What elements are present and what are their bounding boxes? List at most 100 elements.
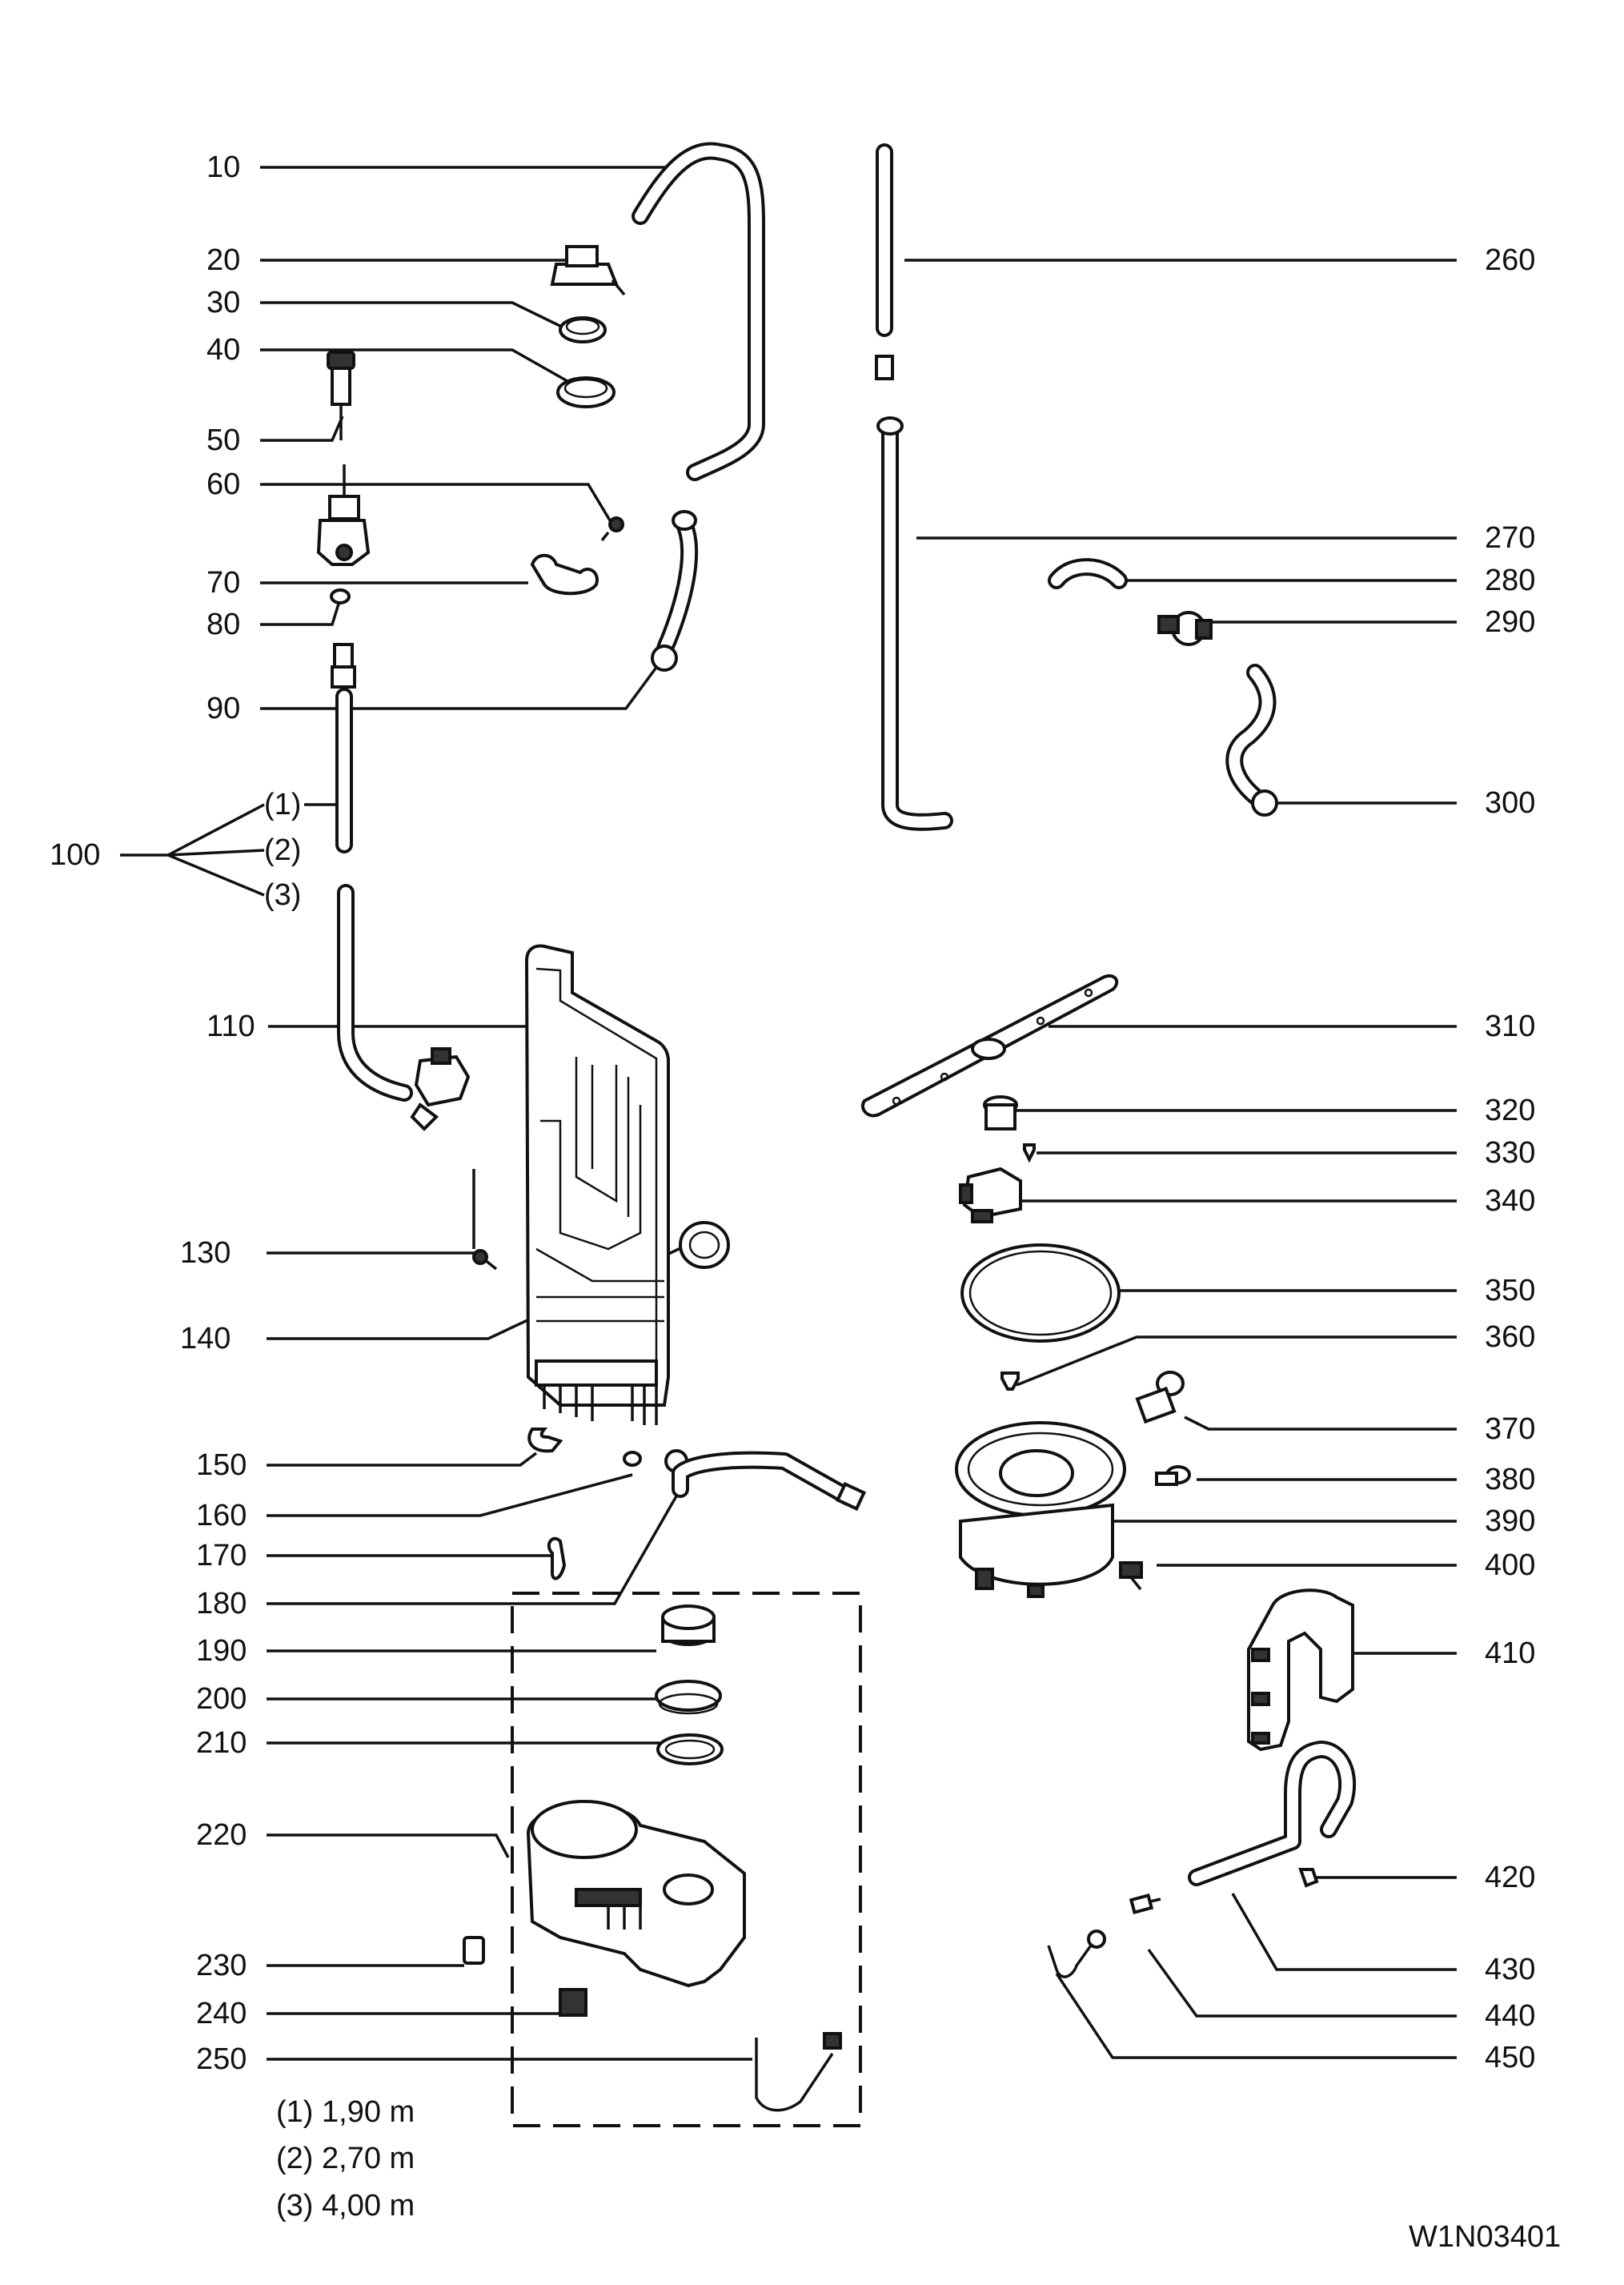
hook-170 — [547, 1536, 567, 1580]
clip-420 — [1298, 1868, 1319, 1888]
gasket-140 — [679, 1221, 730, 1269]
callout-100-3: (3) — [264, 878, 301, 912]
callout-40: 40 — [207, 333, 240, 367]
gasket-210 — [656, 1733, 724, 1765]
sensor-400 — [1119, 1561, 1143, 1591]
salt-reservoir-220 — [526, 1800, 746, 1988]
hose-90 — [651, 510, 699, 672]
water-tank-110 — [524, 944, 670, 1425]
hose-280 — [1048, 558, 1128, 589]
legend-line-2: (2) 2,70 m — [276, 2142, 415, 2175]
legend-line-1: (1) 1,90 m — [276, 2095, 415, 2129]
connector-440 — [1129, 1893, 1161, 1915]
callout-170: 170 — [196, 1539, 247, 1572]
callout-240: 240 — [196, 1997, 247, 2030]
callout-350: 350 — [1485, 1274, 1535, 1307]
callout-150: 150 — [196, 1448, 247, 1482]
hose-300 — [1225, 664, 1278, 817]
cable-250 — [755, 2032, 842, 2112]
callout-50: 50 — [207, 424, 240, 457]
legend-line-3: (3) 4,00 m — [276, 2189, 415, 2223]
callout-340: 340 — [1485, 1184, 1535, 1218]
drawing-id: W1N03401 — [1409, 2220, 1561, 2254]
plug-230 — [463, 1936, 485, 1965]
callout-90: 90 — [207, 692, 240, 725]
callout-440: 440 — [1485, 1999, 1535, 2033]
housing-340 — [959, 1167, 1022, 1223]
seal-ring-350 — [960, 1243, 1121, 1343]
screw-380 — [1155, 1465, 1191, 1486]
callout-310: 310 — [1485, 1010, 1535, 1043]
callout-400: 400 — [1485, 1548, 1535, 1582]
callout-420: 420 — [1485, 1861, 1535, 1894]
right-callouts: 260 270 280 290 300 310 320 330 340 350 … — [1485, 243, 1535, 2074]
screw-60 — [600, 516, 624, 542]
hose-10 — [632, 142, 765, 481]
tube-270 — [876, 416, 953, 831]
clip-70 — [530, 553, 599, 596]
callout-230: 230 — [196, 1949, 247, 1982]
hose-430 — [1188, 1741, 1357, 1886]
valve-290 — [1157, 611, 1213, 646]
callout-250: 250 — [196, 2042, 247, 2076]
callout-390: 390 — [1485, 1504, 1535, 1538]
callout-10: 10 — [207, 151, 240, 184]
cap-190 — [661, 1604, 716, 1646]
callout-110: 110 — [207, 1010, 255, 1043]
fitting-370 — [1135, 1371, 1185, 1424]
callout-220: 220 — [196, 1818, 247, 1852]
callout-330: 330 — [1485, 1136, 1535, 1170]
gasket-30 — [559, 316, 607, 343]
callout-380: 380 — [1485, 1463, 1535, 1496]
callout-200: 200 — [196, 1682, 247, 1716]
inlet-valve-110-conn — [410, 1047, 471, 1131]
tube-260 — [875, 143, 894, 380]
callout-160: 160 — [196, 1499, 247, 1532]
callout-320: 320 — [1485, 1094, 1535, 1127]
left-callouts: 10 20 30 40 50 60 70 80 90 100 (1) (2) (… — [50, 151, 301, 2076]
callout-180: 180 — [196, 1587, 247, 1620]
ring-80 — [330, 588, 351, 604]
callout-70: 70 — [207, 566, 240, 600]
callout-190: 190 — [196, 1634, 247, 1668]
callout-100: 100 — [50, 838, 100, 872]
sump-390 — [955, 1421, 1126, 1598]
callout-80: 80 — [207, 608, 240, 641]
valve-body-left — [316, 464, 371, 566]
screw-330 — [1023, 1143, 1036, 1163]
callout-20: 20 — [207, 243, 240, 277]
callout-430: 430 — [1485, 1953, 1535, 1986]
sensor-130 — [472, 1169, 488, 1265]
clip-150 — [527, 1428, 563, 1453]
callout-270: 270 — [1485, 521, 1535, 555]
ring-200 — [655, 1680, 722, 1715]
callout-210: 210 — [196, 1726, 247, 1760]
callout-60: 60 — [207, 468, 240, 501]
callout-300: 300 — [1485, 786, 1535, 820]
clamp-40 — [556, 376, 616, 408]
callout-280: 280 — [1485, 564, 1535, 597]
salt-container-group — [511, 1592, 862, 2127]
hose-100 — [331, 643, 413, 1102]
screw-360 — [1000, 1371, 1020, 1391]
callout-100-2: (2) — [264, 833, 301, 867]
hose-180 — [664, 1449, 867, 1512]
callout-140: 140 — [180, 1322, 231, 1355]
callout-100-1: (1) — [264, 788, 301, 821]
callout-360: 360 — [1485, 1320, 1535, 1354]
fitting-50 — [327, 351, 355, 440]
callout-450: 450 — [1485, 2041, 1535, 2074]
duct-410 — [1247, 1588, 1354, 1752]
ring-160 — [623, 1451, 642, 1467]
spray-arm-310 — [861, 974, 1119, 1118]
callout-130: 130 — [180, 1236, 231, 1270]
callout-290: 290 — [1485, 605, 1535, 639]
valve-20 — [550, 245, 626, 296]
bearing-320 — [983, 1095, 1018, 1130]
hose-450 — [1047, 1930, 1106, 1978]
right-leader-lines — [904, 259, 1457, 2059]
callout-370: 370 — [1485, 1412, 1535, 1446]
switch-240 — [559, 1988, 587, 2017]
callout-30: 30 — [207, 286, 240, 319]
